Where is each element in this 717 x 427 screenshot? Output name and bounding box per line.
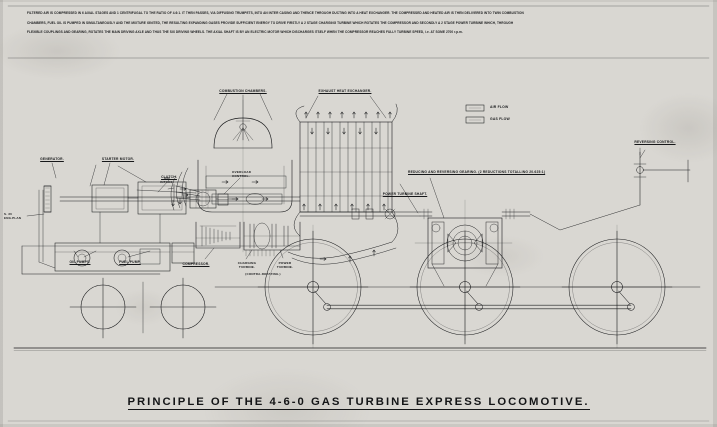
label-charging-turbine: CHARGING TURBINE. <box>237 261 257 270</box>
heat-exchanger <box>293 103 399 243</box>
reducing-reversing-gearing <box>414 208 531 287</box>
coupling-rod <box>326 304 632 310</box>
leading-wheel-2 <box>149 277 217 339</box>
description-line-1: FILTERED AIR IS COMPRESSED IN 6 AXIAL ST… <box>27 11 524 15</box>
description-paragraph: FILTERED AIR IS COMPRESSED IN 6 AXIAL ST… <box>27 9 693 38</box>
label-sheet-reference: S. 30 ENG.PLAN <box>4 212 22 221</box>
label-reversing-control: REVERSING CONTROL. <box>634 140 676 144</box>
label-combustion-chambers: COMBUSTION CHAMBERS. <box>219 89 267 93</box>
exhaust-duct <box>287 241 397 265</box>
compressor-assembly <box>195 221 241 249</box>
label-compressor: COMPRESSOR. <box>182 262 210 266</box>
label-fuel-pump: FUEL PUMP. <box>119 260 141 264</box>
label-generator: GENERATOR. <box>40 157 64 161</box>
legend-symbols <box>465 104 485 124</box>
label-contra-rotating: (CONTRA-ROTATING.) <box>245 272 281 276</box>
description-line-3: FLEXIBLE COUPLINGS AND GEARING, ROTATES … <box>27 30 463 35</box>
pump-block <box>54 242 195 272</box>
label-overload-control: OVERLOAD CONTROL. <box>232 170 252 179</box>
label-power-turbine: POWER TURBINE. <box>276 261 294 270</box>
drawing-title: PRINCIPLE OF THE 4-6-0 GAS TURBINE EXPRE… <box>127 396 590 410</box>
power-turbine-shaft <box>299 208 421 220</box>
overload-control-box <box>217 193 229 206</box>
label-starter-motor: STARTER MOTOR. <box>101 157 135 161</box>
inter-casing <box>170 159 293 213</box>
callout-leader-lines <box>26 93 646 260</box>
leading-wheel-1 <box>69 277 137 339</box>
description-line-2: CHAMBERS, FUEL OIL IS PUMPED IN SIMULTAN… <box>27 20 514 25</box>
legend-air-flow-label: AIR FLOW <box>490 105 509 109</box>
belt-drive <box>38 185 56 269</box>
label-oil-pumps: OIL PUMPS. <box>69 260 91 264</box>
label-reducing-reversing-gearing: REDUCING AND REVERSING GEARING. (2 REDUC… <box>408 170 546 174</box>
label-clutch: CLUTCH. <box>161 175 177 179</box>
turbine-assembly <box>243 221 301 257</box>
label-air-intake: AIR INTAKE. <box>160 176 174 185</box>
label-power-turbine-shaft: POWER TURBINE SHAFT. <box>382 192 428 196</box>
label-exhaust-heat-exchanger: EXHAUST HEAT EXCHANGER. <box>318 89 372 93</box>
reversing-control-linkage <box>529 147 691 231</box>
generator-assembly <box>91 184 129 213</box>
legend-gas-flow-label: GAS FLOW <box>490 117 510 121</box>
